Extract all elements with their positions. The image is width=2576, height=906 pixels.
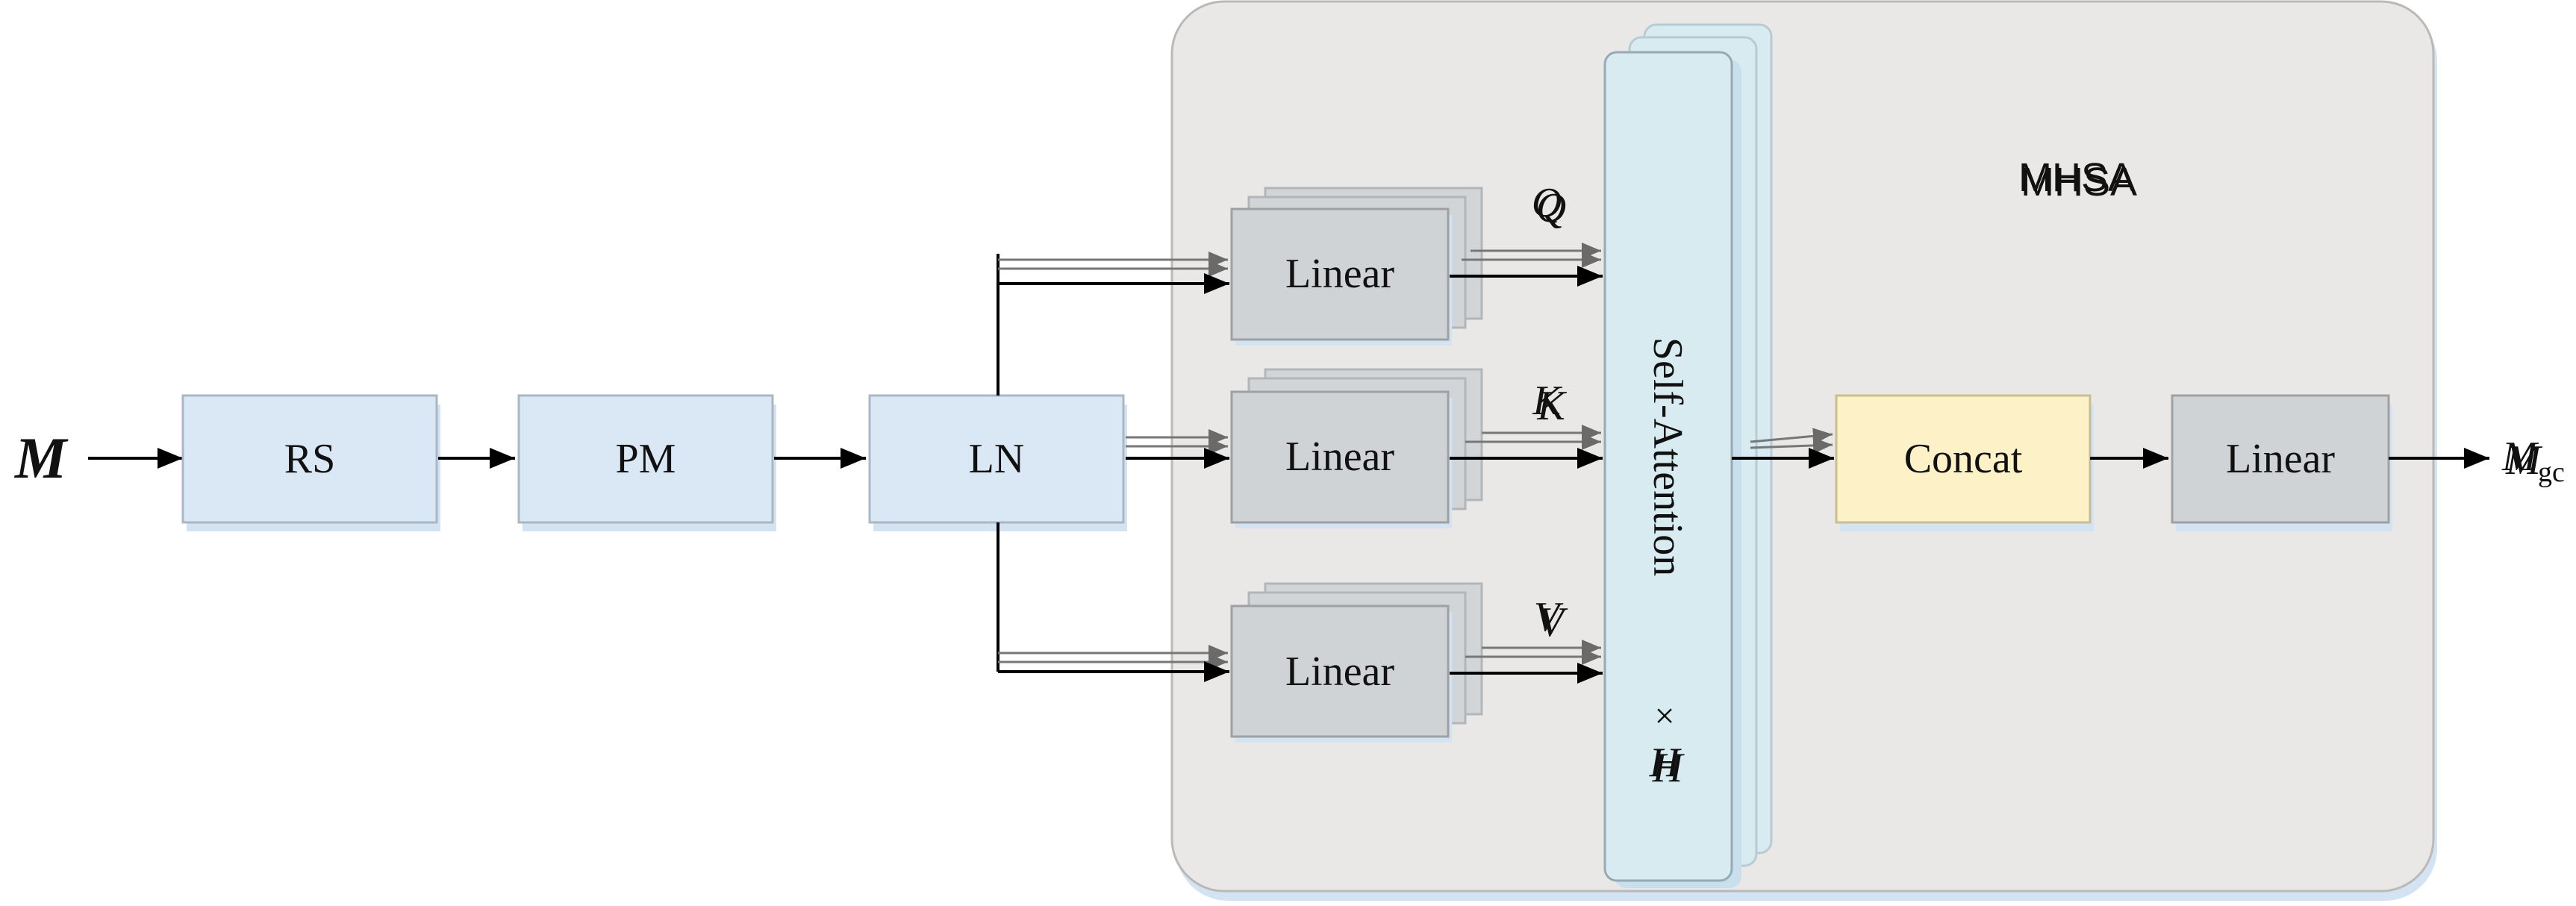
concat-label: Concat — [1904, 436, 2023, 482]
output-label-shadow: M — [2505, 437, 2543, 484]
concat-block: Concat — [1835, 394, 2094, 531]
linear-k-stack: Linear — [1230, 368, 1483, 528]
arrows-attention-to-concat — [1732, 428, 1834, 469]
attention-times-symbol: × — [1654, 696, 1674, 736]
arrows-to-q — [998, 252, 1229, 294]
input-label: M — [13, 425, 69, 490]
v-label: V — [1534, 594, 1564, 640]
self-attention-stack: Self-Attention × H H — [1603, 23, 1773, 888]
output-linear-label: Linear — [2226, 436, 2335, 482]
heads-label: H — [1649, 740, 1682, 786]
linear-q-label: Linear — [1285, 251, 1394, 297]
rs-label: RS — [284, 436, 336, 482]
linear-v-label: Linear — [1285, 649, 1394, 695]
heads-label-shadow: H — [1652, 745, 1685, 791]
linear-q-stack: Linear — [1230, 187, 1483, 346]
arrows-v-to-attention — [1450, 640, 1603, 684]
pm-block: PM — [517, 394, 776, 531]
arrows-to-k — [1126, 429, 1229, 469]
output-label-subscript: gc — [2538, 457, 2565, 488]
mhsa-title-shadow: MHSA — [2021, 160, 2137, 204]
arrows-q-to-attention — [1450, 243, 1603, 287]
output-linear-block: Linear — [2171, 394, 2392, 531]
k-label-shadow: K — [1536, 383, 1567, 429]
q-label-shadow: Q — [1536, 185, 1566, 231]
mhsa-title: MHSA — [2018, 155, 2135, 200]
q-label: Q — [1532, 180, 1562, 226]
self-attention-label: Self-Attention — [1644, 337, 1691, 576]
arrows-to-v — [998, 645, 1229, 682]
output-label: M M gc — [2501, 434, 2565, 488]
ln-block: LN — [868, 394, 1127, 531]
linear-k-label: Linear — [1285, 434, 1394, 480]
k-label: K — [1532, 378, 1562, 424]
output-label-base: M — [2501, 434, 2539, 480]
linear-v-stack: Linear — [1230, 582, 1483, 743]
pm-label: PM — [616, 436, 676, 482]
arrows-k-to-attention — [1450, 425, 1603, 469]
ln-label: LN — [969, 436, 1025, 482]
v-label-shadow: V — [1538, 599, 1568, 646]
rs-block: RS — [181, 394, 440, 531]
